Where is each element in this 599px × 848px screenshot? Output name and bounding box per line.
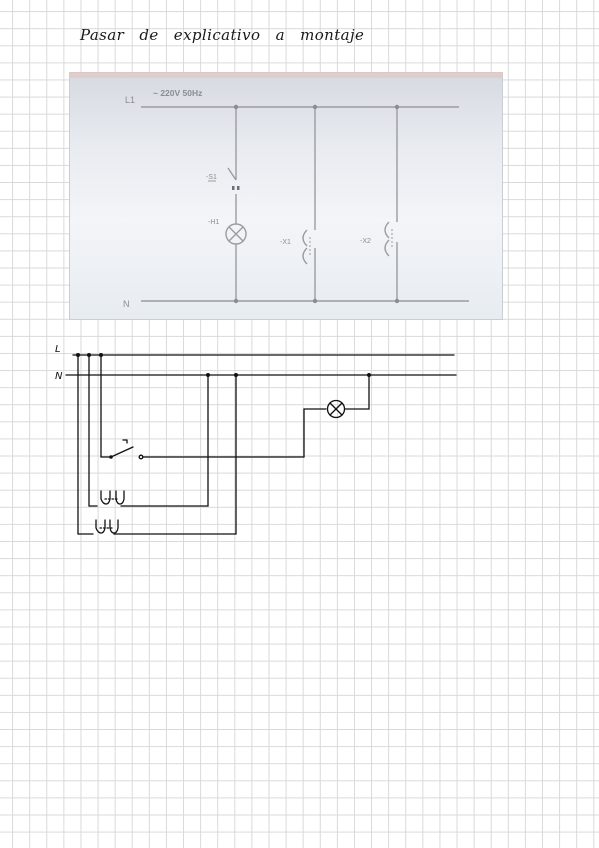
photo-l1-label: L1 — [125, 95, 135, 105]
photo-junction — [233, 104, 239, 110]
sketch-junction — [99, 353, 103, 357]
sketch-junction — [87, 353, 91, 357]
sketch-switch — [110, 446, 134, 458]
sketch-n-label: N — [55, 371, 63, 382]
photo-n-label: N — [123, 299, 130, 309]
explanatory-diagram: L1 ~ 220V 50Hz N -S1 -H1 -X1 -X2 — [123, 88, 469, 309]
photo-h1-label: -H1 — [208, 219, 219, 226]
sketch-junction — [76, 353, 80, 357]
sketch-socket-1 — [100, 490, 111, 505]
photo-junction — [233, 298, 239, 304]
photo-x2-label: -X2 — [360, 238, 371, 245]
explanatory-diagram-photo: L1 ~ 220V 50Hz N -S1 -H1 -X1 -X2 — [69, 72, 503, 320]
photo-socket-x2 — [384, 221, 390, 257]
page-title: Pasar de explicativo a montaje — [80, 26, 365, 44]
sketch-junction — [234, 373, 238, 377]
photo-junction — [394, 298, 400, 304]
photo-s1-label: -S1 — [206, 174, 217, 181]
sketch-l-label: L — [55, 344, 61, 355]
photo-supply-label: ~ 220V 50Hz — [153, 88, 202, 98]
photo-junction — [312, 298, 318, 304]
photo-junction — [394, 104, 400, 110]
sketch-junction — [367, 373, 371, 377]
photo-x1-label: -X1 — [280, 239, 291, 246]
sketch-junction — [206, 373, 210, 377]
photo-socket-x1 — [302, 229, 308, 265]
photo-junction — [312, 104, 318, 110]
photo-switch-s1 — [227, 167, 237, 181]
sketch-socket-2 — [95, 519, 106, 534]
